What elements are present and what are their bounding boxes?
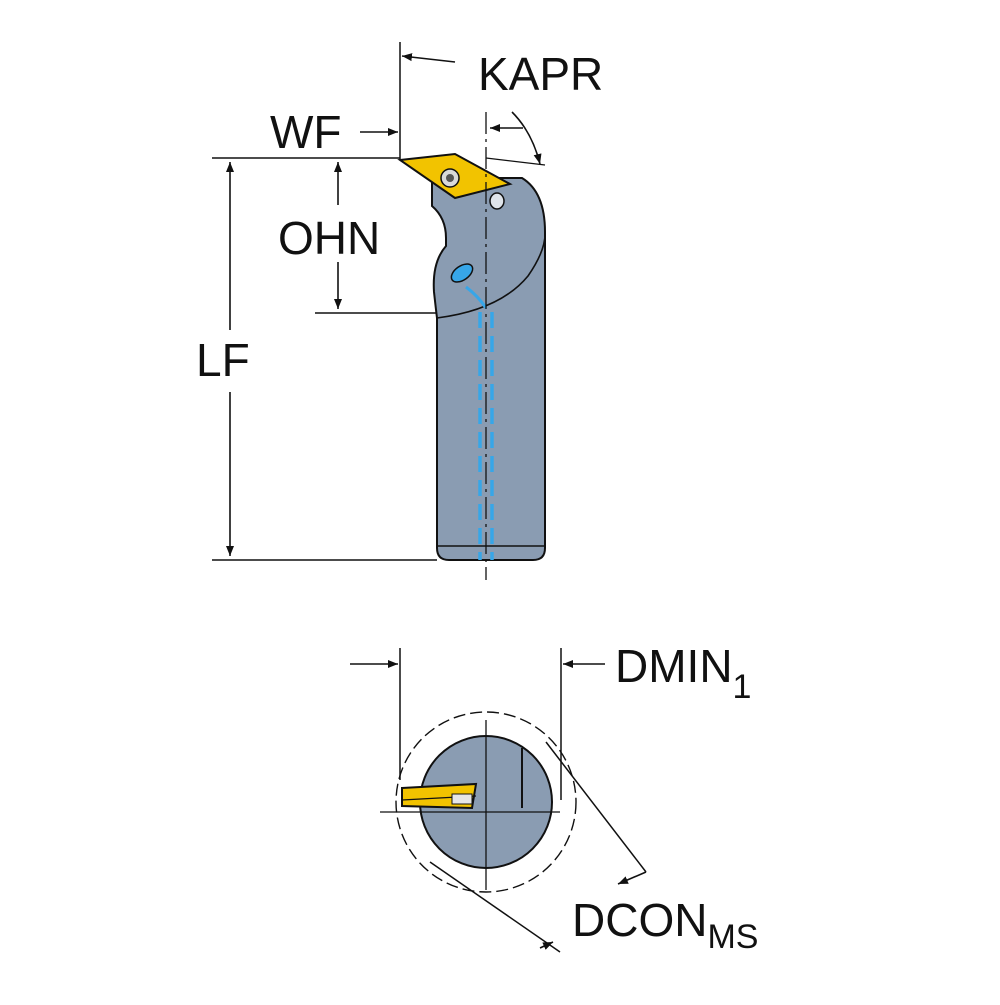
tool-shank	[431, 177, 546, 561]
wf-label: WF	[270, 106, 342, 158]
dmin-label: DMIN1	[615, 640, 751, 706]
insert-slot	[451, 793, 473, 805]
dcon-ext-2	[545, 741, 647, 873]
ohn-label: OHN	[278, 212, 380, 264]
head-contour	[436, 231, 546, 319]
kapr-label: KAPR	[478, 48, 603, 100]
end-view: DMIN1 DCONMS	[350, 640, 758, 956]
dmin-label-main: DMIN	[615, 640, 733, 692]
kapr-arrow-left	[401, 53, 456, 63]
coolant-outlet-icon	[450, 263, 474, 283]
kapr-arc	[511, 111, 542, 165]
dcon-arrow-1	[539, 941, 554, 950]
lf-label: LF	[196, 334, 250, 386]
dcon-outline	[395, 711, 577, 893]
clamp-hole	[489, 192, 505, 210]
dcon-label-main: DCON	[572, 894, 707, 946]
screw-head	[446, 174, 454, 182]
kapr-ref-line	[485, 157, 546, 166]
dcon-ext-1	[429, 861, 561, 953]
dcon-label: DCONMS	[572, 894, 758, 956]
coolant-jet	[465, 285, 488, 309]
dmin-label-sub: 1	[733, 668, 752, 706]
dcon-arrow-2	[617, 871, 647, 885]
side-view: KAPR WF OHN LF	[196, 42, 603, 580]
dcon-label-sub: MS	[707, 918, 758, 956]
